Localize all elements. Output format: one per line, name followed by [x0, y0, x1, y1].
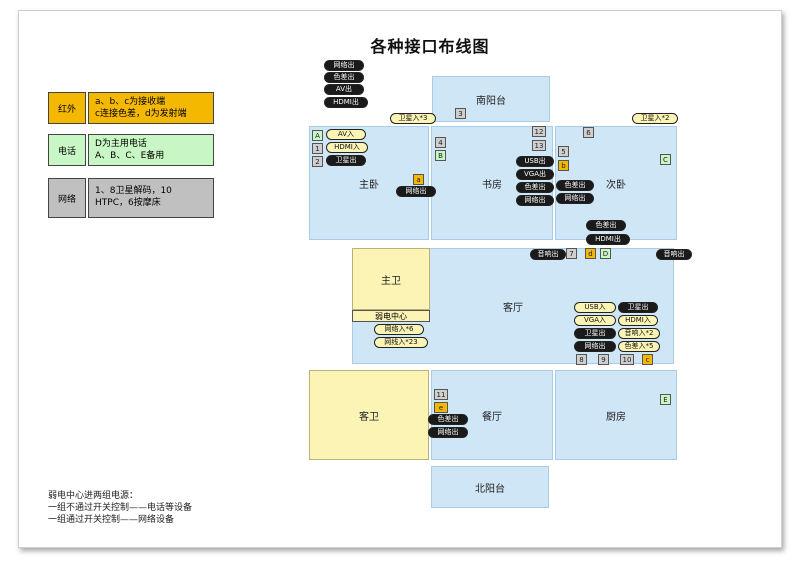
port-marker: 10 — [620, 354, 634, 365]
legend-network-category: 网络 — [48, 178, 86, 218]
phone-marker: C — [660, 154, 671, 165]
hdmi-in-pill: HDMI入 — [618, 315, 658, 326]
component-out-pill: 色差出 — [516, 182, 554, 193]
component-out-pill: 色差出 — [556, 180, 594, 191]
infrared-marker: d — [585, 248, 596, 259]
legend-network-line2: HTPC，6按摩床 — [95, 198, 161, 208]
satellite-out-pill: 卫星出 — [574, 328, 616, 339]
room-north-balcony: 北阳台 — [431, 466, 549, 508]
room-label: 南阳台 — [476, 95, 506, 107]
port-marker: 9 — [598, 354, 609, 365]
legend-infrared-category: 红外 — [48, 92, 86, 124]
legend-infrared-desc: a、b、c为接收端 c连接色差，d为发射端 — [88, 92, 214, 124]
room-label: 主卫 — [381, 275, 401, 287]
network-out-pill: 网络出 — [556, 193, 594, 204]
vga-in-pill: VGA入 — [574, 315, 616, 326]
legend-phone-category: 电话 — [48, 134, 86, 166]
component-out-pill: 色差出 — [586, 220, 626, 231]
vga-out-pill: VGA出 — [516, 169, 554, 180]
infrared-marker: a — [413, 174, 424, 185]
port-marker: 13 — [532, 140, 546, 151]
satellite-in-pill: 卫星入*3 — [390, 113, 436, 124]
port-marker: 3 — [455, 108, 466, 119]
port-marker: 1 — [312, 143, 323, 154]
power-note: 弱电中心进两组电源： 一组不通过开关控制——电话等设备 一组通过开关控制——网络… — [48, 490, 192, 526]
room-label: 次卧 — [606, 179, 626, 191]
component-out-pill: 色差出 — [428, 414, 468, 425]
cable-in-pill: 网线入*23 — [374, 337, 428, 348]
legend-phone-line1: D为主用电话 — [95, 139, 147, 149]
port-marker: 5 — [558, 146, 569, 157]
legend-infrared-line2: c连接色差，d为发射端 — [95, 109, 187, 119]
speaker-out-pill: 音响出 — [656, 249, 692, 260]
room-kitchen: 厨房 — [555, 370, 677, 460]
hdmi-in-pill: HDMI入 — [326, 142, 368, 153]
hdmi-out-pill: HDMI出 — [324, 97, 368, 108]
satellite-in-pill: 卫星入*2 — [632, 113, 678, 124]
component-in-pill: 色差入*5 — [618, 341, 660, 352]
network-out-pill: 网络出 — [516, 195, 554, 206]
power-note-line3: 一组通过开关控制——网络设备 — [48, 515, 175, 525]
satellite-out-pill: 卫星出 — [618, 302, 658, 313]
legend-phone-desc: D为主用电话 A、B、C、E备用 — [88, 134, 214, 166]
port-marker: 7 — [566, 248, 577, 259]
network-out-pill: 网络出 — [324, 60, 364, 71]
phone-marker: A — [312, 130, 323, 141]
room-label: 餐厅 — [482, 411, 502, 423]
port-marker: 4 — [435, 137, 446, 148]
room-label: 书房 — [482, 179, 502, 191]
hdmi-out-pill: HDMI出 — [586, 234, 630, 245]
room-label: 客厅 — [503, 302, 523, 314]
room-guest-bath: 客卫 — [309, 370, 429, 460]
power-note-line2: 一组不通过开关控制——电话等设备 — [48, 503, 193, 513]
diagram-title: 各种接口布线图 — [370, 37, 490, 56]
room-south-balcony: 南阳台 — [432, 76, 550, 122]
weak-current-center: 弱电中心 — [352, 310, 430, 322]
room-label: 主卧 — [359, 179, 379, 191]
av-in-pill: AV入 — [326, 129, 366, 140]
usb-out-pill: USB出 — [516, 156, 554, 167]
phone-marker: D — [600, 248, 611, 259]
phone-marker: B — [435, 150, 446, 161]
network-out-pill: 网络出 — [574, 341, 616, 352]
speaker-in-pill: 音响入*2 — [618, 328, 660, 339]
legend-network-desc: 1、8卫星解码，10 HTPC，6按摩床 — [88, 178, 214, 218]
port-marker: 12 — [532, 126, 546, 137]
av-out-pill: AV出 — [324, 84, 364, 95]
port-marker: 11 — [434, 389, 448, 400]
room-label: 客卫 — [359, 411, 379, 423]
legend-phone-line2: A、B、C、E备用 — [95, 151, 165, 161]
port-marker: 8 — [576, 354, 587, 365]
component-out-pill: 色差出 — [324, 72, 364, 83]
room-master-bath: 主卫 — [352, 248, 430, 310]
port-marker: 6 — [583, 127, 594, 138]
network-out-pill: 网络出 — [396, 186, 436, 197]
phone-marker: E — [660, 394, 671, 405]
speaker-out-pill: 音响出 — [530, 249, 566, 260]
network-in-pill: 网络入*6 — [374, 324, 424, 335]
infrared-marker: c — [642, 354, 653, 365]
satellite-out-pill: 卫星出 — [326, 155, 366, 166]
legend-infrared-line1: a、b、c为接收端 — [95, 97, 166, 107]
room-label: 厨房 — [606, 411, 626, 423]
legend-network-line1: 1、8卫星解码，10 — [95, 186, 172, 196]
usb-in-pill: USB入 — [574, 302, 616, 313]
infrared-marker: b — [558, 160, 569, 171]
port-marker: 2 — [312, 156, 323, 167]
infrared-marker: e — [434, 402, 448, 413]
power-note-line1: 弱电中心进两组电源： — [48, 491, 139, 501]
room-label: 北阳台 — [475, 483, 505, 495]
network-out-pill: 网络出 — [428, 427, 468, 438]
